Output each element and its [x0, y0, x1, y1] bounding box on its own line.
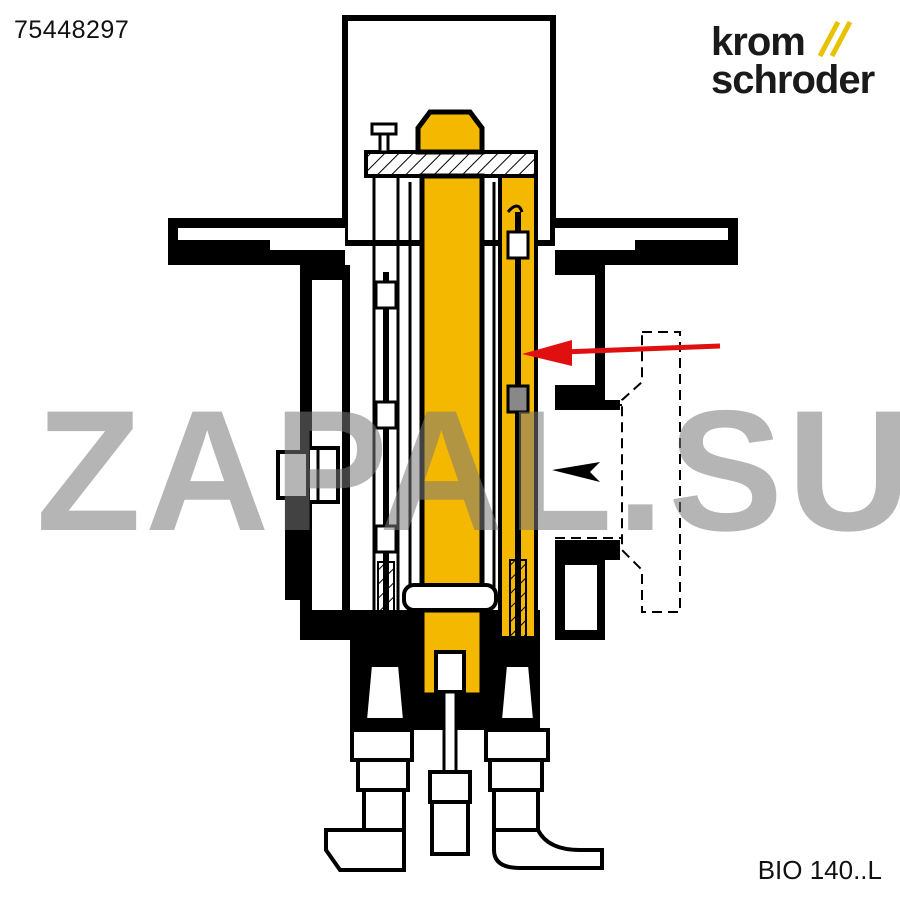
dashed-counterpart-outline	[555, 331, 681, 613]
watermark: ZAPAL.SU	[36, 375, 900, 567]
left-connector	[324, 663, 414, 872]
part-number: 75448297	[14, 16, 130, 44]
electrode-channel	[498, 174, 538, 640]
central-burner-lance	[402, 109, 498, 698]
mounting-flange	[168, 218, 738, 265]
model-label: BIO 140..L	[757, 855, 882, 885]
center-connector	[428, 650, 472, 856]
right-connector	[484, 663, 604, 870]
side-gas-connection	[276, 446, 340, 504]
brand-slash-icon	[817, 20, 853, 58]
brand-line-2: schroder	[711, 58, 875, 102]
pointer-arrow	[522, 340, 721, 366]
left-electrode	[372, 176, 400, 641]
brand-logo: krom schroder	[708, 14, 888, 104]
brand-line-1: krom	[711, 20, 806, 64]
flow-arrowhead	[552, 462, 600, 482]
cover-plate	[364, 122, 538, 178]
